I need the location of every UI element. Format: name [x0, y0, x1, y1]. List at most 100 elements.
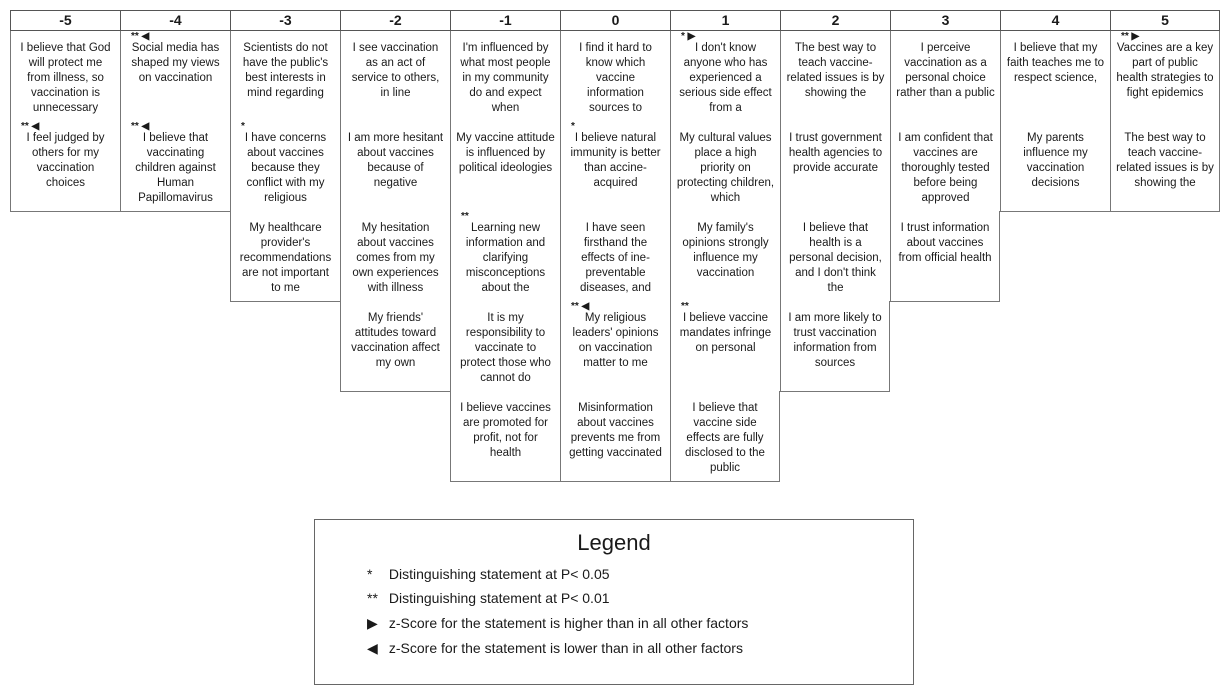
statement-text: Social media has shaped my views on vacc…	[131, 42, 220, 84]
statement-text: My friends' attitudes toward vaccination…	[351, 312, 440, 369]
legend-item-text: Distinguishing statement at P< 0.05	[388, 566, 610, 582]
asterisk-icon: *	[367, 566, 373, 582]
statement-card: * ▶I don't know anyone who has experienc…	[670, 31, 780, 122]
statement-text: I believe natural immunity is better tha…	[570, 132, 661, 189]
column-header: -1	[450, 10, 560, 31]
statement-card: Misinformation about vaccines prevents m…	[560, 391, 670, 482]
statement-text: I perceive vaccination as a personal cho…	[896, 42, 995, 99]
legend-item-text: z-Score for the statement is lower than …	[388, 640, 743, 656]
triangle-left-icon: ◀	[367, 640, 378, 656]
statement-card: My family's opinions strongly influence …	[670, 211, 780, 302]
statement-text: Learning new information and clarifying …	[465, 222, 546, 294]
statement-text: I find it hard to know which vaccine inf…	[579, 42, 652, 114]
statement-text: My religious leaders' opinions on vaccin…	[572, 312, 659, 369]
legend-item-p01: ** Distinguishing statement at P< 0.01	[367, 589, 610, 607]
significance-marker: ** ◀	[571, 301, 590, 312]
statement-card: My hesitation about vaccines comes from …	[340, 211, 450, 302]
statement-card: I am more hesitant about vaccines becaus…	[340, 121, 450, 212]
statement-card: I have seen firsthand the effects of ine…	[560, 211, 670, 302]
significance-marker: **	[461, 211, 469, 222]
statement-text: Misinformation about vaccines prevents m…	[569, 402, 662, 459]
statement-text: My family's opinions strongly influence …	[682, 222, 769, 279]
statement-card: The best way to teach vaccine-related is…	[1110, 121, 1220, 212]
significance-marker: ** ▶	[1121, 31, 1140, 42]
statement-card: Scientists do not have the public's best…	[230, 31, 340, 122]
significance-marker: ** ◀	[21, 121, 40, 132]
legend-item-text: z-Score for the statement is higher than…	[388, 615, 749, 631]
significance-marker: *	[571, 121, 575, 132]
significance-marker: ** ◀	[131, 31, 150, 42]
column-header: 5	[1110, 10, 1220, 31]
statement-card: ** ◀I feel judged by others for my vacci…	[10, 121, 120, 212]
column-header: 2	[780, 10, 890, 31]
column-header: 1	[670, 10, 780, 31]
q-sort-grid: -5 I believe that God will protect me fro…	[10, 10, 1220, 485]
statement-text: My cultural values place a high priority…	[676, 132, 775, 204]
significance-marker: * ▶	[681, 31, 696, 42]
statement-text: I believe that health is a personal deci…	[789, 222, 882, 294]
statement-card: My friends' attitudes toward vaccination…	[340, 301, 450, 392]
significance-marker: ** ◀	[131, 121, 150, 132]
statement-card: I believe vaccines are promoted for prof…	[450, 391, 560, 482]
statement-card: I trust government health agencies to pr…	[780, 121, 890, 212]
triangle-right-icon: ▶	[367, 615, 378, 631]
legend-item-text: Distinguishing statement at P< 0.01	[388, 590, 610, 606]
statement-text: I trust government health agencies to pr…	[788, 132, 883, 174]
statement-card: I believe that God will protect me from …	[10, 31, 120, 122]
statement-card: I am confident that vaccines are thoroug…	[890, 121, 1000, 212]
legend-title: Legend	[577, 530, 651, 555]
statement-text: I believe that God will protect me from …	[20, 42, 111, 114]
statement-text: The best way to teach vaccine-related is…	[786, 42, 885, 99]
significance-marker: **	[681, 301, 689, 312]
statement-text: My hesitation about vaccines comes from …	[352, 222, 439, 294]
statement-card: I believe that my faith teaches me to re…	[1000, 31, 1110, 122]
statement-text: I am confident that vaccines are thoroug…	[898, 132, 993, 204]
statement-card: It is my responsibility to vaccinate to …	[450, 301, 560, 392]
statement-card: ** ◀I believe that vaccinating children …	[120, 121, 230, 212]
significance-marker: *	[241, 121, 245, 132]
statement-card: *I believe natural immunity is better th…	[560, 121, 670, 212]
statement-card: I perceive vaccination as a personal cho…	[890, 31, 1000, 122]
statement-card: **I believe vaccine mandates infringe on…	[670, 301, 780, 392]
statement-text: I feel judged by others for my vaccinati…	[26, 132, 105, 189]
statement-card: My parents influence my vaccination deci…	[1000, 121, 1110, 212]
statement-text: I have concerns about vaccines because t…	[244, 132, 327, 204]
statement-text: I believe that vaccinating children agai…	[135, 132, 216, 204]
statement-card: I'm influenced by what most people in my…	[450, 31, 560, 122]
statement-text: My healthcare provider's recommendations…	[239, 222, 332, 294]
statement-card: ** ◀My religious leaders' opinions on va…	[560, 301, 670, 392]
column-header: -2	[340, 10, 450, 31]
statement-card: I see vaccination as an act of service t…	[340, 31, 450, 122]
legend-item-lower: ◀ z-Score for the statement is lower tha…	[367, 639, 743, 657]
statement-text: The best way to teach vaccine-related is…	[1116, 132, 1214, 189]
statement-card: I am more likely to trust vaccination in…	[780, 301, 890, 392]
column-header: -5	[10, 10, 120, 31]
statement-text: I have seen firsthand the effects of ine…	[580, 222, 651, 294]
statement-text: I am more likely to trust vaccination in…	[788, 312, 882, 369]
column-header: 3	[890, 10, 1000, 31]
statement-card: I believe that health is a personal deci…	[780, 211, 890, 302]
statement-text: I believe vaccines are promoted for prof…	[460, 402, 551, 459]
statement-text: Scientists do not have the public's best…	[242, 42, 329, 99]
legend-item-p05: * Distinguishing statement at P< 0.05	[367, 565, 610, 583]
statement-text: My vaccine attitude is influenced by pol…	[456, 132, 555, 174]
column-header: -3	[230, 10, 340, 31]
statement-text: I believe vaccine mandates infringe on p…	[679, 312, 772, 354]
statement-text: My parents influence my vaccination deci…	[1023, 132, 1088, 189]
statement-card: ** ◀Social media has shaped my views on …	[120, 31, 230, 122]
statement-card: **Learning new information and clarifyin…	[450, 211, 560, 302]
legend-box: Legend * Distinguishing statement at P< …	[314, 519, 914, 685]
statement-text: I believe that vaccine side effects are …	[685, 402, 765, 474]
statement-text: I see vaccination as an act of service t…	[351, 42, 440, 99]
statement-text: It is my responsibility to vaccinate to …	[460, 312, 551, 384]
statement-text: I'm influenced by what most people in my…	[460, 42, 551, 114]
statement-card: My healthcare provider's recommendations…	[230, 211, 340, 302]
double-asterisk-icon: **	[367, 590, 378, 606]
statement-text: I am more hesitant about vaccines becaus…	[347, 132, 444, 189]
column-header: 4	[1000, 10, 1110, 31]
statement-card: I believe that vaccine side effects are …	[670, 391, 780, 482]
statement-text: Vaccines are a key part of public health…	[1116, 42, 1214, 99]
statement-card: I find it hard to know which vaccine inf…	[560, 31, 670, 122]
statement-text: I trust information about vaccines from …	[898, 222, 992, 264]
statement-card: ** ▶Vaccines are a key part of public he…	[1110, 31, 1220, 122]
